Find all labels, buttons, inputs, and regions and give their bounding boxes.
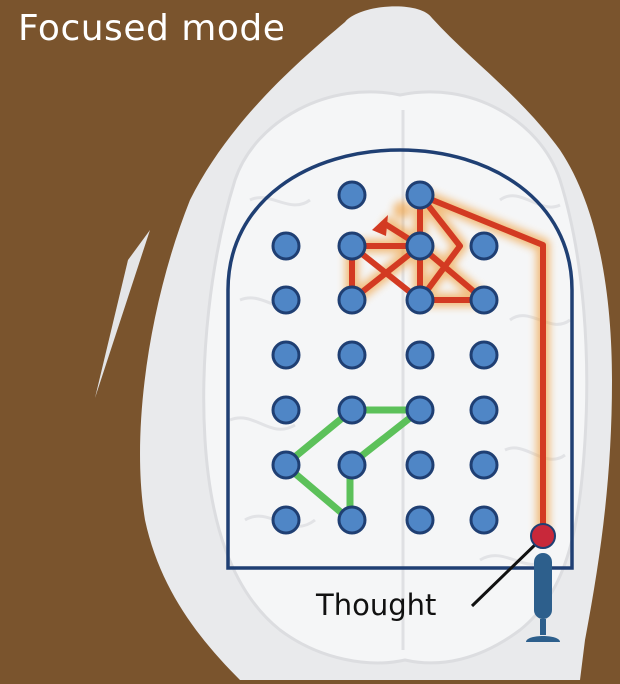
node-pin [469,340,499,370]
node-pin [337,180,367,210]
node-pin [271,505,301,535]
node-pin [405,395,435,425]
node-pin [337,340,367,370]
node-pin [405,231,435,261]
node-pin [469,505,499,535]
node-pin [337,505,367,535]
node-pin [337,395,367,425]
label-pointer [470,538,542,608]
node-pin [337,450,367,480]
node-pin [405,340,435,370]
node-pin [405,285,435,315]
node-pin [271,231,301,261]
node-pin [469,450,499,480]
brain [202,90,589,665]
node-pin [271,340,301,370]
thought-label: Thought [316,588,437,622]
node-pin [271,450,301,480]
node-pin [405,450,435,480]
node-pin [405,180,435,210]
node-grid [271,180,499,535]
node-pin [271,285,301,315]
node-pin [271,395,301,425]
node-pin [405,505,435,535]
node-pin [469,285,499,315]
microphone-icon [526,523,560,642]
node-pin [337,231,367,261]
page-title: Focused mode [18,8,286,49]
node-pin [337,285,367,315]
focus-frame [226,148,574,570]
node-pin [469,231,499,261]
arrow-head-icon [372,215,388,236]
node-pin [469,395,499,425]
